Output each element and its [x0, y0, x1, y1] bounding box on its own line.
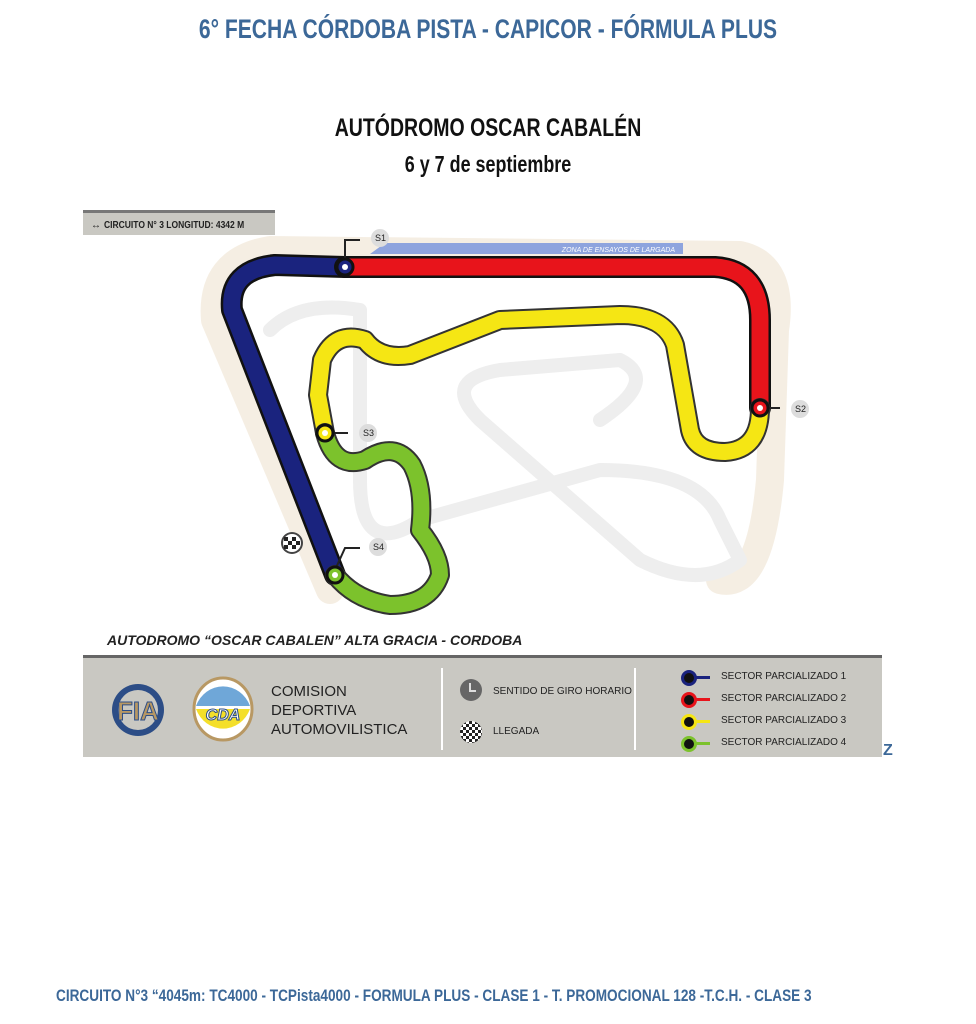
- divider: [441, 668, 443, 750]
- sector-labels: S1 S2 S3 S4: [359, 229, 809, 556]
- sector-legend-label: SECTOR PARCIALIZADO 3: [721, 715, 847, 726]
- circuit-length-label: CIRCUITO N° 3 LONGITUD: 4342 M: [103, 220, 244, 231]
- circuit-caption: AUTODROMO “OSCAR CABALEN” ALTA GRACIA - …: [107, 632, 523, 648]
- start-practice-zone: [370, 243, 683, 254]
- cda-logo: CDA: [192, 676, 254, 742]
- org-line-3: AUTOMOVILISTICA: [271, 721, 408, 738]
- sector-legend-label: SECTOR PARCIALIZADO 2: [721, 693, 847, 704]
- org-line-2: DEPORTIVA: [271, 702, 357, 719]
- organization-name: COMISION DEPORTIVA AUTOMOVILISTICA: [271, 682, 407, 739]
- sector-legend-label: SECTOR PARCIALIZADO 1: [721, 671, 847, 682]
- sector-2-path: [334, 256, 771, 419]
- event-date: 6 y 7 de septiembre: [404, 151, 572, 177]
- zone-label: ZONA DE ENSAYOS DE LARGADA: [561, 247, 676, 254]
- background-track-outline: [200, 236, 791, 604]
- sector-legend-label: SECTOR PARCIALIZADO 4: [721, 737, 847, 748]
- sector-swatch-icon: [681, 692, 697, 708]
- clockwise-icon: [460, 679, 482, 701]
- direction-label: SENTIDO DE GIRO HORARIO: [493, 686, 632, 697]
- sector-markers: [325, 239, 780, 571]
- sector-dots: [315, 257, 770, 585]
- finish-label: LLEGADA: [493, 726, 540, 737]
- sector-label-s1: S1: [375, 233, 386, 243]
- stray-mark: Z: [883, 742, 893, 759]
- sector-label-s4: S4: [373, 542, 384, 552]
- checkered-flag-icon: [281, 532, 303, 554]
- svg-text:FIA: FIA: [117, 696, 159, 726]
- venue-title: AUTÓDROMO OSCAR CABALÉN: [334, 114, 642, 142]
- ghost-layout: [263, 300, 747, 582]
- fia-logo: FIA: [112, 684, 164, 736]
- svg-text:CDA: CDA: [206, 707, 241, 724]
- double-arrow-icon: ↔: [91, 220, 104, 231]
- sector-label-s2: S2: [795, 404, 806, 414]
- org-line-1: COMISION: [271, 683, 347, 700]
- divider: [634, 668, 636, 750]
- legend-panel: FIA CDA COMISION DEPORTIVA AUTOMOVILISTI…: [83, 655, 882, 757]
- sector-swatch-icon: [681, 736, 697, 752]
- circuit-length-box: ↔ CIRCUITO N° 3 LONGITUD: 4342 M: [83, 210, 275, 235]
- finish-flag-icon: [460, 721, 482, 743]
- page-title: 6° FECHA CÓRDOBA PISTA - CAPICOR - FÓRMU…: [198, 14, 778, 44]
- sector-swatch-icon: [681, 714, 697, 730]
- sector-label-s3: S3: [363, 428, 374, 438]
- sector-swatch-icon: [681, 670, 697, 686]
- footer-categories: CIRCUITO N°3 “4045m: TC4000 - TCPista400…: [56, 986, 812, 1005]
